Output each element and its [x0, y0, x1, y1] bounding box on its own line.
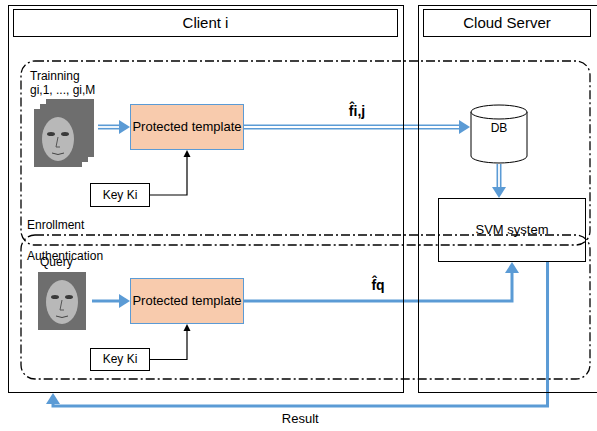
cylinder-top: [471, 105, 527, 119]
region-border: [21, 235, 590, 379]
process-box: Protected template: [130, 278, 244, 324]
arrow-head: [46, 393, 60, 404]
connector: [150, 324, 191, 360]
connector-inner: [498, 164, 500, 187]
connector-line: [53, 262, 548, 406]
panel-title: Cloud Server: [423, 9, 591, 37]
query-face: [38, 272, 86, 330]
connector: [150, 150, 191, 195]
connector-line: [244, 125, 462, 130]
connector-line: [150, 155, 187, 195]
connector: [46, 262, 548, 406]
arrow-head: [184, 150, 191, 157]
client-panel: Client i: [8, 5, 404, 393]
image-label: Trainning: [30, 69, 80, 83]
box-label: Protected template: [132, 293, 241, 309]
connector-inner: [244, 126, 459, 128]
box-label: DB: [491, 121, 508, 135]
arrow-head: [119, 120, 130, 134]
process-box: SVM system: [438, 198, 586, 262]
edge-label: f̂i,j: [347, 103, 367, 120]
connector: [244, 262, 519, 301]
input-arrow: [98, 125, 122, 130]
process-box: Protected template: [130, 104, 244, 150]
key-box: Key Ki: [90, 183, 150, 207]
server-panel: Cloud ServerSVM system: [418, 5, 597, 393]
connector-line: [150, 329, 187, 360]
region-label: Enrollment: [27, 218, 84, 232]
box-label: SVM system: [476, 222, 549, 238]
enrollment-region: Enrollment Protected templateKey Ki DB: [20, 60, 591, 246]
edge-label: Result: [280, 411, 321, 427]
connector-line: [244, 270, 512, 301]
box-label: Protected template: [132, 119, 241, 135]
arrow-head: [184, 324, 191, 331]
panel-title: Client i: [13, 9, 398, 37]
input-arrow: [92, 300, 122, 303]
box-label: Key Ki: [103, 188, 138, 202]
image-label: Query: [40, 255, 73, 269]
arrow-head: [459, 120, 470, 134]
input-arrow-inner: [98, 126, 119, 128]
database-cylinder: DB: [470, 104, 528, 164]
arrow-head: [505, 262, 519, 273]
connector: [492, 164, 506, 198]
authentication-region: AuthenticationProtected templateKey Ki: [20, 234, 591, 380]
arrow-head: [492, 187, 506, 198]
connector: [244, 120, 470, 134]
key-box: Key Ki: [90, 348, 150, 371]
arrow-head: [119, 294, 130, 308]
image-label: gi,1, ..., gi,M: [30, 83, 95, 97]
edge-label: f̂q: [369, 277, 386, 294]
region-border: [21, 61, 590, 245]
cylinder-body: [471, 112, 527, 163]
training-face: [34, 109, 82, 167]
connector-line: [497, 164, 502, 190]
box-label: Key Ki: [103, 352, 138, 366]
